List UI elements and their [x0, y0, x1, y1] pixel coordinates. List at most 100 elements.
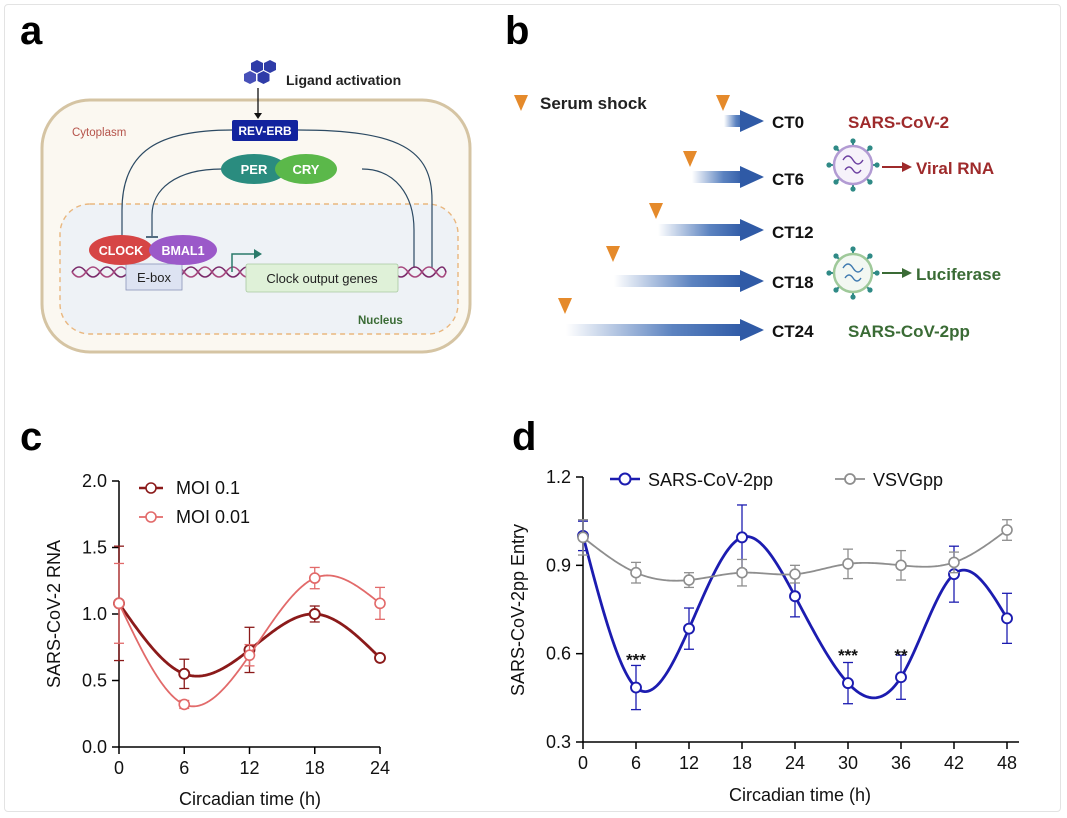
chart-c-y-tick-label: 1.0 [82, 604, 107, 624]
sars-cov-2-label: SARS-CoV-2 [848, 113, 949, 132]
chart-d-data-point [895, 671, 907, 684]
chart-c-data-point [178, 667, 191, 680]
per-label: PER [241, 162, 268, 177]
chart-c-x-axis-label: Circadian time (h) [179, 789, 321, 809]
ct-label: CT24 [772, 322, 814, 341]
chart-d-y-axis-label: SARS-CoV-2pp Entry [508, 524, 528, 696]
chart-d-significance-label: *** [838, 646, 858, 665]
serum-shock-triangle [683, 151, 697, 167]
chart-c-y-tick-label: 2.0 [82, 471, 107, 491]
clock-protein [89, 235, 153, 265]
chart-d-data-point [842, 558, 854, 570]
chart-c-y-tick-label: 1.5 [82, 538, 107, 558]
chart-d-x-tick-label: 42 [944, 753, 964, 773]
chart-c-legend-label: MOI 0.01 [176, 507, 250, 527]
chart-c-legend-label: MOI 0.1 [176, 478, 240, 498]
chart-c-data-point [308, 608, 321, 620]
chart-c-legend-marker [145, 482, 157, 494]
cry-protein [275, 154, 337, 184]
chart-c-data-point [308, 572, 321, 584]
nucleus-label: Nucleus [358, 315, 403, 327]
rev-erb-label: REV-ERB [238, 124, 292, 138]
serum-shock-triangle [606, 246, 620, 262]
panel-a-schematic: Cytoplasm Nucleus Ligand activation REV-… [40, 60, 472, 354]
serum-shock-triangle [716, 95, 730, 111]
chart-d-x-axis-label: Circadian time (h) [729, 785, 871, 805]
serum-shock-triangle [558, 298, 572, 314]
e-box-label: E-box [137, 270, 171, 285]
chart-d-x-tick-label: 36 [891, 753, 911, 773]
rev-erb-repression-line [121, 129, 233, 236]
chart-c-x-tick-label: 18 [305, 758, 325, 778]
timepoint-ct12: CT12 [649, 203, 814, 242]
chart-d-data-point [1001, 524, 1013, 536]
timepoint-ct24: CT24 [558, 298, 814, 341]
timepoint-ct18: CT18 [606, 246, 814, 292]
chart-d-data-point [1001, 612, 1013, 625]
timeline-arrow-body [566, 324, 744, 336]
chart-d-x-tick-label: 6 [631, 753, 641, 773]
clock-output-genes-box [245, 263, 399, 293]
chart-d-x-tick-label: 48 [997, 753, 1017, 773]
panel-letter-c: c [20, 415, 42, 459]
ct-label: CT12 [772, 223, 814, 242]
chart-c-x-tick-label: 24 [370, 758, 390, 778]
luciferase-label: Luciferase [916, 265, 1001, 284]
cytoplasm-label: Cytoplasm [72, 127, 126, 139]
chart-c-x-tick-label: 0 [114, 758, 124, 778]
chart-d-x-tick-label: 18 [732, 753, 752, 773]
chart-d-legend-marker [844, 473, 856, 485]
clock-output-genes-label: Clock output genes [266, 271, 378, 286]
chart-c-y-tick-label: 0.0 [82, 737, 107, 757]
chart-d-y-tick-label: 0.6 [546, 644, 571, 664]
chart-c-data-point [374, 597, 386, 610]
chart-c: SARS-CoV-2 RNA Circadian time (h) MOI 0.… [44, 471, 390, 809]
timeline-arrow-body [658, 224, 744, 236]
ligand-icon [244, 60, 276, 84]
panel-letter-b: b [505, 9, 529, 53]
chart-c-y-axis-label: SARS-CoV-2 RNA [44, 540, 64, 688]
chart-d-legend-label: VSVGpp [873, 470, 943, 490]
chart-c-legend: MOI 0.1 MOI 0.01 [139, 478, 250, 527]
chart-d-significance-label: ** [894, 646, 908, 665]
sars-cov-2pp-label: SARS-CoV-2pp [848, 322, 970, 341]
chart-d-data-point [577, 531, 589, 544]
chart-d-y-tick-label: 0.3 [546, 732, 571, 752]
timeline-arrow-head [740, 319, 764, 341]
timepoint-ct0: CT0 [716, 95, 804, 132]
chart-d-data-point [736, 531, 748, 544]
chart-d-significance-label: *** [626, 650, 646, 669]
clock-label: CLOCK [99, 244, 143, 258]
chart-d-data-point [789, 568, 801, 580]
transcription-arrow-head [254, 249, 262, 259]
ct-label: CT6 [772, 170, 804, 189]
output-to-per-cry-line [361, 168, 415, 268]
chart-d-data-point [895, 559, 907, 572]
timeline-arrow-body [724, 115, 744, 127]
chart-d-x-tick-label: 0 [578, 753, 588, 773]
panel-letter-d: d [512, 415, 536, 459]
serum-shock-label: Serum shock [540, 94, 647, 113]
per-protein [221, 154, 287, 184]
chart-d-y-tick-label: 1.2 [546, 467, 571, 487]
timeline-arrow-head [740, 219, 764, 241]
sars-cov-2-virus-icon [826, 138, 880, 192]
chart-c-x-tick-label: 12 [239, 758, 259, 778]
cry-label: CRY [293, 162, 320, 177]
figure-frame [4, 4, 1061, 812]
panel-b-design: Serum shock CT0 CT6 CT12 CT18 [514, 94, 1001, 341]
transcription-arrow [231, 253, 256, 272]
chart-c-legend-marker [145, 511, 157, 523]
chart-d-y-tick-label: 0.9 [546, 555, 571, 575]
viral-rna-label: Viral RNA [916, 159, 994, 178]
serum-shock-legend-triangle [514, 95, 528, 111]
chart-d-data-point [789, 590, 801, 603]
chart-d-data-point [736, 566, 748, 579]
output-to-rev-erb-line [297, 129, 433, 268]
timeline-arrow-head [740, 110, 764, 132]
chart-d-data-point [630, 566, 642, 579]
chart-d: SARS-CoV-2pp Entry Circadian time (h) SA… [508, 467, 1019, 805]
per-cry-repression-line [151, 168, 223, 236]
chart-d-data-point [630, 681, 642, 694]
